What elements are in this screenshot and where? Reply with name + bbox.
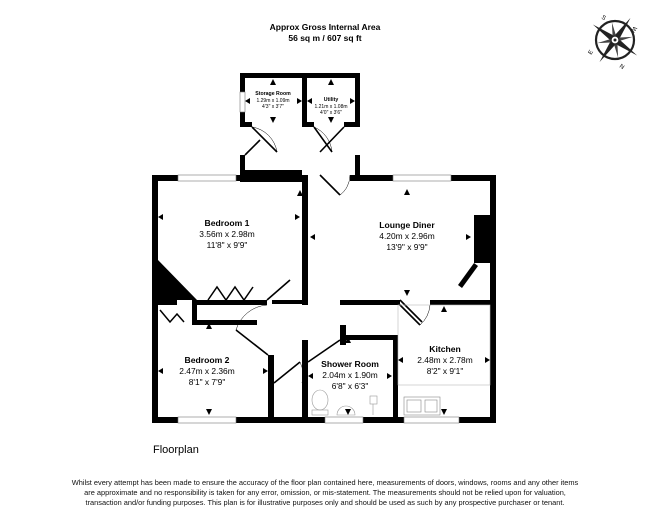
compass-s: S bbox=[600, 15, 607, 22]
area-value: 56 sq m / 607 sq ft bbox=[288, 33, 362, 43]
compass-n: N bbox=[619, 62, 626, 69]
disclaimer-text: Whilst every attempt has been made to en… bbox=[71, 478, 579, 508]
compass-rose-icon: S W E N bbox=[588, 15, 638, 70]
room-kitchen: Kitchen 2.48m x 2.78m 8'2" x 9'1" bbox=[417, 344, 473, 376]
room-shower-room: Shower Room 2.04m x 1.90m 6'8" x 6'3" bbox=[321, 359, 379, 391]
area-title: Approx Gross Internal Area bbox=[269, 22, 381, 32]
room-bedroom-1: Bedroom 1 3.56m x 2.98m 11'8" x 9'9" bbox=[199, 218, 255, 250]
floor-title: Floorplan bbox=[153, 444, 199, 456]
room-lounge-diner: Lounge Diner 4.20m x 2.96m 13'9" x 9'9" bbox=[379, 220, 435, 252]
room-storage-room: Storage Room 1.29m x 1.09m 4'3" x 3'7" bbox=[255, 91, 291, 110]
room-bedroom-2: Bedroom 2 2.47m x 2.36m 8'1" x 7'9" bbox=[179, 355, 235, 387]
compass-w: W bbox=[629, 25, 637, 33]
compass-e: E bbox=[588, 49, 595, 56]
area-header: Approx Gross Internal Area 56 sq m / 607… bbox=[0, 22, 650, 44]
room-utility: Utility 1.21m x 1.08m 4'0" x 3'6" bbox=[314, 97, 348, 116]
